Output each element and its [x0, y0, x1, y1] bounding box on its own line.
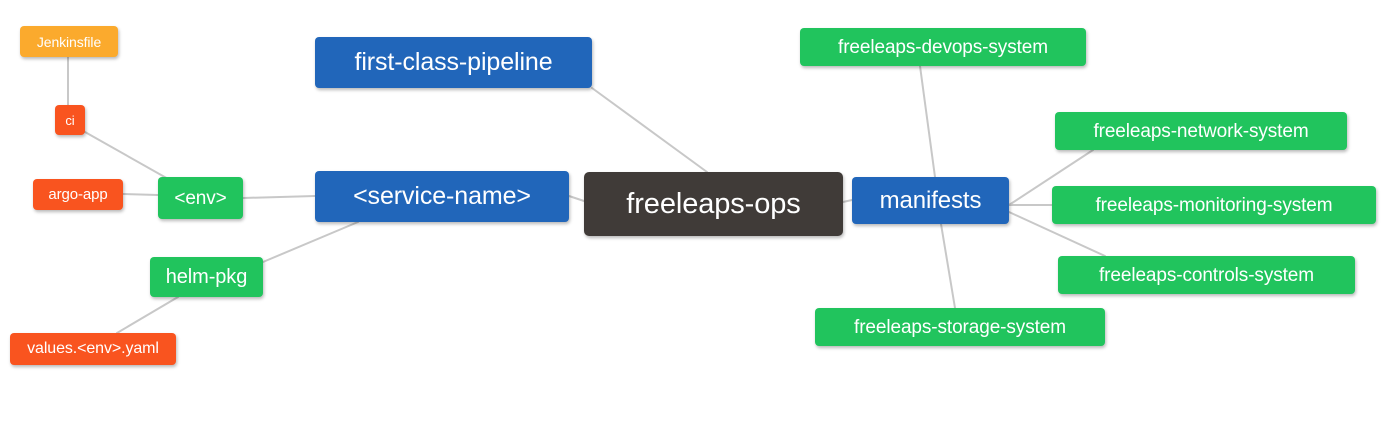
node-label: ci — [65, 112, 75, 128]
node-ci[interactable]: ci — [55, 105, 85, 135]
node-first-class-pipeline[interactable]: first-class-pipeline — [315, 37, 592, 88]
node-label: freeleaps-monitoring-system — [1095, 194, 1333, 216]
node-freeleaps-ops[interactable]: freeleaps-ops — [584, 172, 843, 236]
node-freeleaps-network-system[interactable]: freeleaps-network-system — [1055, 112, 1347, 150]
edge-manifests-to-freeleaps-storage-system — [940, 223, 956, 309]
node-jenkinsfile[interactable]: Jenkinsfile — [20, 26, 118, 57]
edge-freeleaps-ops-to-first-class-pipeline — [591, 87, 708, 173]
edge-service-name-to-env — [242, 195, 316, 199]
node-label: argo-app — [48, 186, 108, 203]
node-helm-pkg[interactable]: helm-pkg — [150, 257, 263, 297]
node-freeleaps-devops-system[interactable]: freeleaps-devops-system — [800, 28, 1086, 66]
node-label: freeleaps-controls-system — [1098, 264, 1315, 286]
node-label: freeleaps-storage-system — [854, 316, 1066, 338]
node-label: values.<env>.yaml — [27, 340, 159, 357]
edge-env-to-argo-app — [122, 193, 159, 196]
edge-service-name-to-helm-pkg — [262, 221, 359, 263]
node-label: Jenkinsfile — [36, 33, 102, 50]
node-label: helm-pkg — [165, 266, 248, 288]
node-label: freeleaps-network-system — [1093, 120, 1309, 142]
node-manifests[interactable]: manifests — [852, 177, 1009, 224]
edge-manifests-to-freeleaps-devops-system — [919, 65, 936, 178]
edge-helm-pkg-to-values-env-yaml — [116, 296, 179, 334]
node-env[interactable]: <env> — [158, 177, 243, 219]
node-freeleaps-monitoring-system[interactable]: freeleaps-monitoring-system — [1052, 186, 1376, 224]
node-label: <env> — [174, 187, 227, 209]
node-label: <service-name> — [353, 182, 531, 210]
edge-env-to-ci — [84, 131, 171, 181]
node-freeleaps-controls-system[interactable]: freeleaps-controls-system — [1058, 256, 1355, 294]
node-argo-app[interactable]: argo-app — [33, 179, 123, 210]
node-label: freeleaps-devops-system — [838, 36, 1048, 58]
node-label: first-class-pipeline — [354, 48, 553, 76]
node-label: freeleaps-ops — [626, 187, 801, 220]
node-freeleaps-storage-system[interactable]: freeleaps-storage-system — [815, 308, 1105, 346]
node-values-env-yaml[interactable]: values.<env>.yaml — [10, 333, 176, 365]
edge-freeleaps-ops-to-service-name — [568, 195, 585, 202]
edge-freeleaps-ops-to-manifests — [842, 199, 853, 203]
node-service-name[interactable]: <service-name> — [315, 171, 569, 222]
node-label: manifests — [879, 186, 982, 214]
